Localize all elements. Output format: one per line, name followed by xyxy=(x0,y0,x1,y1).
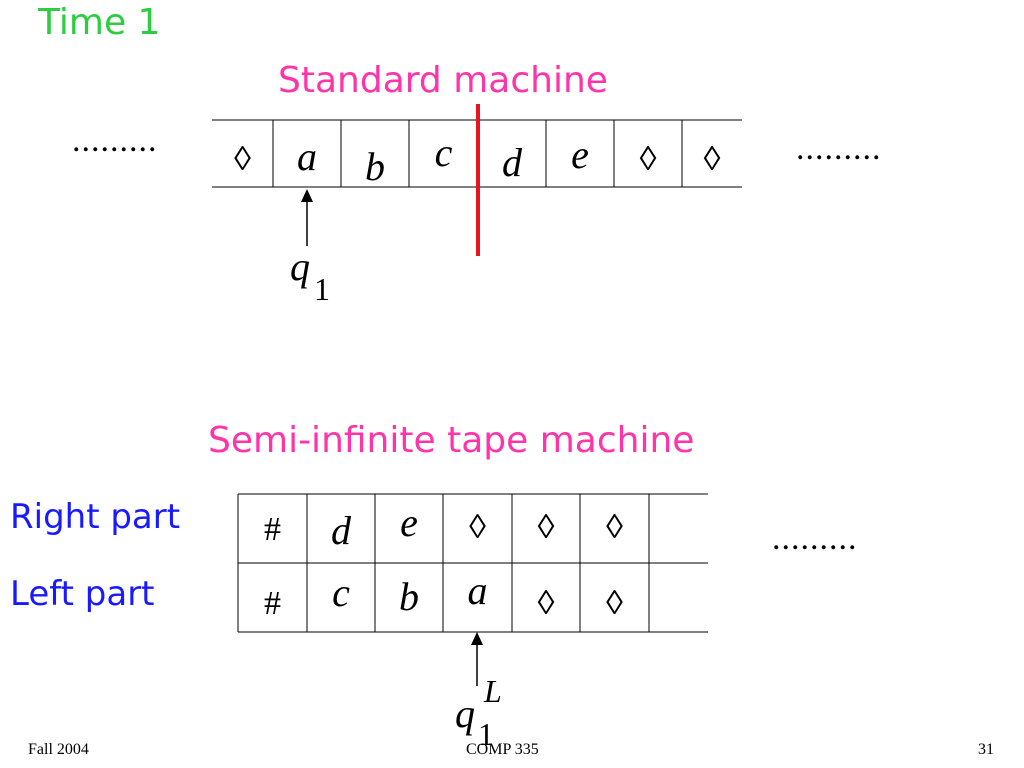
footer-course: COMP 335 xyxy=(466,741,539,758)
left-part-label: Left part xyxy=(10,574,155,614)
standard-ellipsis-right: ......... xyxy=(796,130,882,167)
standard-tape-cell: d xyxy=(502,140,523,185)
left-part-cell: # xyxy=(264,585,281,622)
standard-tape-cell: e xyxy=(571,132,589,177)
standard-state-symbol: q xyxy=(290,244,310,289)
standard-machine-heading: Standard machine xyxy=(278,60,608,101)
left-part-cell: ◊ xyxy=(606,585,623,622)
right-part-cell: d xyxy=(331,508,352,553)
semi-head: q 1 L xyxy=(455,632,502,752)
left-part-cell: ◊ xyxy=(538,585,555,622)
left-part-cell: c xyxy=(332,570,350,615)
standard-state-subscript: 1 xyxy=(314,271,330,307)
standard-tape-cell: ◊ xyxy=(704,141,721,178)
standard-tape-cell: b xyxy=(365,144,385,189)
semi-state-symbol: q xyxy=(455,691,475,736)
semi-state-subscript: 1 xyxy=(478,716,494,752)
right-part-cell: ◊ xyxy=(469,509,486,546)
standard-ellipsis-left: ......... xyxy=(72,122,158,159)
semi-ellipsis-right: ......... xyxy=(772,520,858,557)
standard-tape-cell: c xyxy=(435,130,453,175)
right-part-cell: e xyxy=(400,500,418,545)
standard-tape-cell: a xyxy=(297,134,317,179)
standard-head: q 1 xyxy=(290,189,330,307)
right-part-label: Right part xyxy=(10,497,181,537)
left-part-cell: a xyxy=(468,568,488,613)
footer-date: Fall 2004 xyxy=(28,741,89,758)
right-part-cell: ◊ xyxy=(538,509,555,546)
semi-infinite-heading: Semi-infinite tape machine xyxy=(208,420,695,461)
standard-tape-cell: ◊ xyxy=(234,141,251,178)
right-part-cell: ◊ xyxy=(606,509,623,546)
semi-infinite-tape: # d e ◊ ◊ ◊ # c b a ◊ ◊ xyxy=(237,493,708,633)
slide-title: Time 1 xyxy=(38,2,161,43)
standard-tape-cell: ◊ xyxy=(640,141,657,178)
semi-state-superscript: L xyxy=(483,673,502,709)
right-part-cell: # xyxy=(264,511,281,548)
footer-page-number: 31 xyxy=(978,741,994,758)
left-part-cell: b xyxy=(399,574,419,619)
semi-head-arrow-tip xyxy=(471,632,483,645)
standard-head-arrow-tip xyxy=(301,189,313,202)
